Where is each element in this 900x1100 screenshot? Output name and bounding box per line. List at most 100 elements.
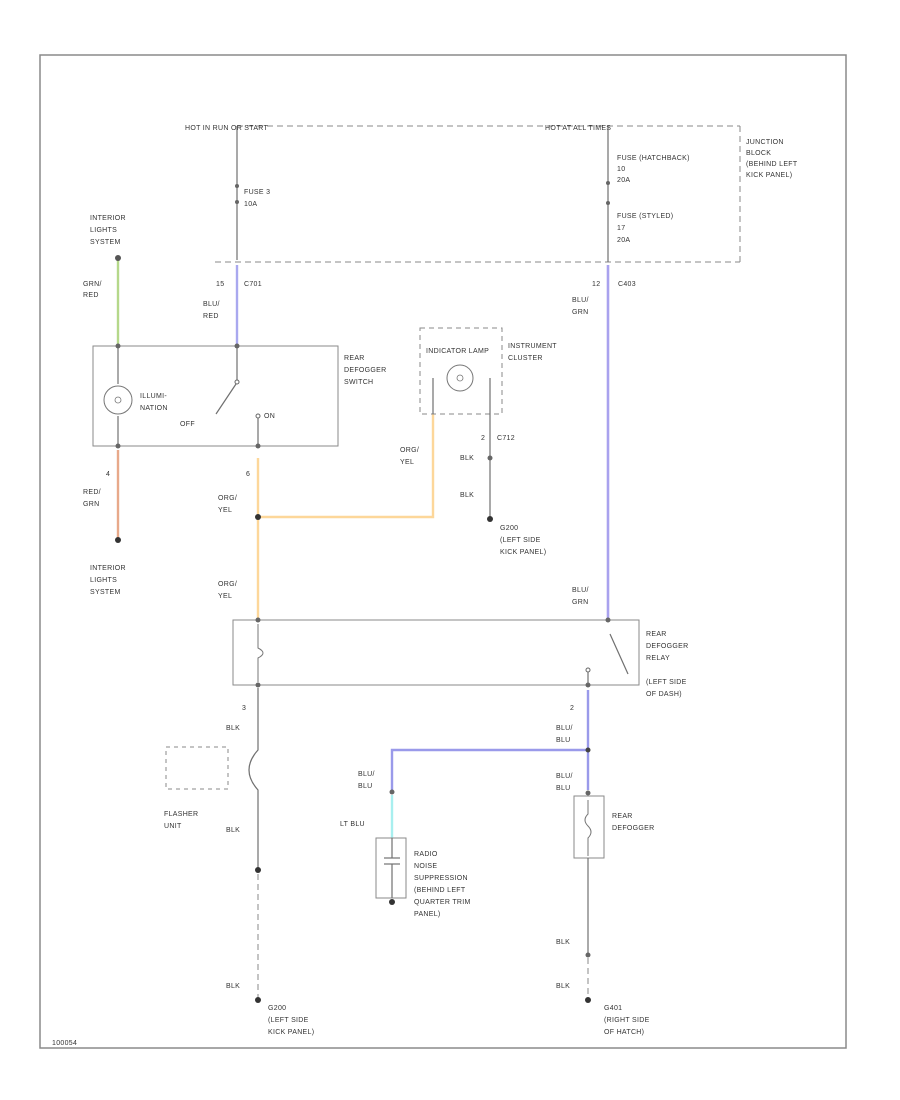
label-blk-relay: BLK xyxy=(226,725,240,732)
label-blu-grn-top: BLU/ GRN xyxy=(572,297,589,316)
wire-blu-blu-branch xyxy=(390,748,588,790)
svg-text:G401: G401 xyxy=(604,1005,622,1012)
label-blk-ground-left: BLK xyxy=(226,983,240,990)
hot-run-start-label: HOT IN RUN OR START xyxy=(185,125,269,132)
svg-text:BLU: BLU xyxy=(358,783,373,790)
ground-g401-label: G401 (RIGHT SIDE OF HATCH) xyxy=(604,1005,650,1036)
radio-noise-suppression-label: RADIO NOISE SUPPRESSION (BEHIND LEFT QUA… xyxy=(414,851,470,918)
svg-text:KICK PANEL): KICK PANEL) xyxy=(268,1029,314,1036)
rear-defogger-relay-box xyxy=(232,619,640,686)
svg-text:(LEFT SIDE: (LEFT SIDE xyxy=(268,1017,309,1024)
svg-text:RED: RED xyxy=(83,292,99,299)
svg-text:BLU/: BLU/ xyxy=(358,771,375,778)
rear-defogger-relay-label: REAR DEFOGGER RELAY (LEFT SIDE OF DASH) xyxy=(646,631,688,698)
label-org-yel-switch: ORG/ YEL xyxy=(218,495,237,514)
svg-text:(BEHIND LEFT: (BEHIND LEFT xyxy=(414,887,466,894)
svg-text:RED: RED xyxy=(203,313,219,320)
svg-text:20A: 20A xyxy=(617,177,630,184)
svg-text:RELAY: RELAY xyxy=(646,655,670,662)
svg-text:KICK PANEL): KICK PANEL) xyxy=(746,172,792,179)
svg-text:(LEFT SIDE: (LEFT SIDE xyxy=(500,537,541,544)
switch-off-label: OFF xyxy=(180,421,195,428)
svg-text:REAR: REAR xyxy=(344,355,365,362)
svg-text:YEL: YEL xyxy=(400,459,414,466)
wire-org-yel-indicator xyxy=(258,414,435,519)
svg-text:ORG/: ORG/ xyxy=(400,447,419,454)
svg-text:SUPPRESSION: SUPPRESSION xyxy=(414,875,468,882)
svg-text:FUSE 3: FUSE 3 xyxy=(244,189,270,196)
svg-text:17: 17 xyxy=(617,225,625,232)
label-blu-grn-relay: BLU/ GRN xyxy=(572,587,589,606)
svg-text:G200: G200 xyxy=(268,1005,286,1012)
illumination-bulb-icon xyxy=(103,385,133,415)
ground-g401-icon xyxy=(585,997,591,1003)
indicator-lamp-icon xyxy=(446,364,474,392)
rear-defogger-label: REAR DEFOGGER xyxy=(612,813,654,832)
label-blk-defogger: BLK xyxy=(556,939,570,946)
svg-text:GRN/: GRN/ xyxy=(83,281,102,288)
svg-text:BLU/: BLU/ xyxy=(572,587,589,594)
svg-text:SYSTEM: SYSTEM xyxy=(90,589,121,596)
svg-text:SYSTEM: SYSTEM xyxy=(90,239,121,246)
svg-text:INTERIOR: INTERIOR xyxy=(90,215,126,222)
diagram-code: 100054 xyxy=(52,1040,77,1047)
svg-text:BLU/: BLU/ xyxy=(203,301,220,308)
svg-text:BLU/: BLU/ xyxy=(556,773,573,780)
svg-text:ORG/: ORG/ xyxy=(218,495,237,502)
svg-text:BLU/: BLU/ xyxy=(556,725,573,732)
ground-g200-bottom-label: G200 (LEFT SIDE KICK PANEL) xyxy=(268,1005,314,1036)
svg-text:DEFOGGER: DEFOGGER xyxy=(612,825,654,832)
label-lt-blu: LT BLU xyxy=(340,821,365,828)
label-blk-ind-2: BLK xyxy=(460,492,474,499)
flasher-unit-label: FLASHER UNIT xyxy=(164,811,198,830)
rear-defogger-switch-box xyxy=(92,345,339,447)
interior-lights-system-bottom: INTERIOR LIGHTS SYSTEM xyxy=(90,565,126,596)
svg-text:RADIO: RADIO xyxy=(414,851,438,858)
label-blu-blu-1: BLU/ BLU xyxy=(556,725,573,744)
label-org-yel-indicator: ORG/ YEL xyxy=(400,447,419,466)
radio-noise-suppression-box xyxy=(375,837,407,899)
svg-text:(RIGHT SIDE: (RIGHT SIDE xyxy=(604,1017,650,1024)
label-org-yel-relay: ORG/ YEL xyxy=(218,581,237,600)
svg-text:BLU/: BLU/ xyxy=(572,297,589,304)
interior-lights-system-top: INTERIOR LIGHTS SYSTEM xyxy=(90,215,126,246)
svg-text:10A: 10A xyxy=(244,201,257,208)
ground-g200-label: G200 (LEFT SIDE KICK PANEL) xyxy=(500,525,546,556)
label-blu-red: BLU/ RED xyxy=(203,301,220,320)
svg-text:ILLUMI-: ILLUMI- xyxy=(140,393,167,400)
diagram-frame xyxy=(39,54,847,1049)
label-blk-ground-right: BLK xyxy=(556,983,570,990)
svg-text:G200: G200 xyxy=(500,525,518,532)
svg-text:BLU: BLU xyxy=(556,785,571,792)
fuse-3-label: FUSE 3 10A xyxy=(244,189,270,208)
svg-text:NATION: NATION xyxy=(140,405,168,412)
illumination-label: ILLUMI- NATION xyxy=(140,393,168,412)
instrument-cluster-outline xyxy=(419,327,503,415)
svg-text:PANEL): PANEL) xyxy=(414,911,441,918)
rear-defogger-box xyxy=(573,795,605,859)
ground-g200-bottom-icon xyxy=(255,997,261,1003)
rear-defogger-switch-label: REAR DEFOGGER SWITCH xyxy=(344,355,386,386)
svg-text:SWITCH: SWITCH xyxy=(344,379,373,386)
svg-text:FUSE (HATCHBACK): FUSE (HATCHBACK) xyxy=(617,155,690,162)
switch-on-label: ON xyxy=(264,413,275,420)
flasher-unit-outline xyxy=(165,746,229,790)
label-grn-red: GRN/ RED xyxy=(83,281,102,299)
pin-4-left: 4 xyxy=(106,471,110,478)
svg-text:20A: 20A xyxy=(617,237,630,244)
svg-text:INSTRUMENT: INSTRUMENT xyxy=(508,343,557,350)
indicator-connector: C712 xyxy=(497,435,515,442)
svg-text:BLOCK: BLOCK xyxy=(746,150,771,157)
svg-text:INTERIOR: INTERIOR xyxy=(90,565,126,572)
fuse-hatchback-label: FUSE (HATCHBACK) 10 20A xyxy=(617,155,690,184)
left-connector-id: C701 xyxy=(244,281,262,288)
svg-text:(LEFT SIDE: (LEFT SIDE xyxy=(646,679,687,686)
svg-text:RED/: RED/ xyxy=(83,489,101,496)
svg-text:BLU: BLU xyxy=(556,737,571,744)
pin-3-relay: 3 xyxy=(242,705,246,712)
relay-contact-icon xyxy=(609,633,629,675)
svg-text:DEFOGGER: DEFOGGER xyxy=(646,643,688,650)
indicator-lamp-label: INDICATOR LAMP xyxy=(426,348,489,355)
svg-text:YEL: YEL xyxy=(218,593,232,600)
